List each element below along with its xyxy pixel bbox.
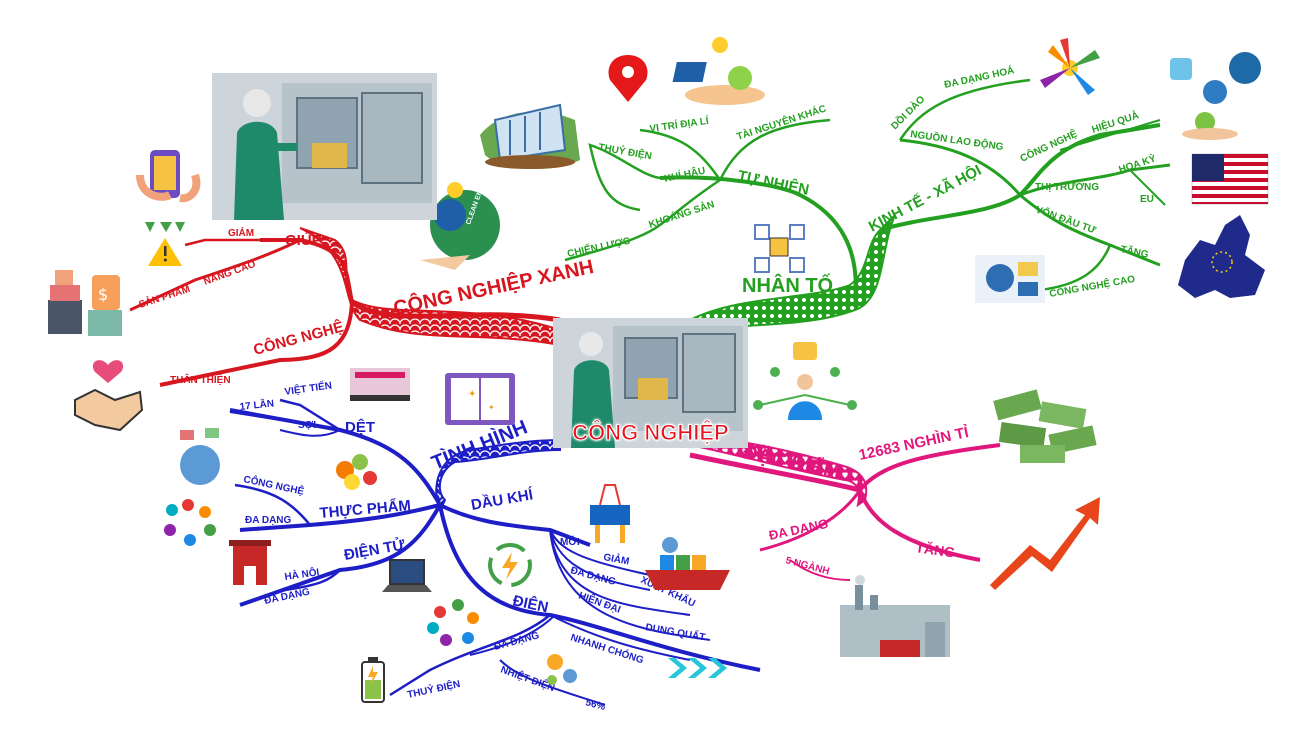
battery-icon (361, 657, 385, 703)
center-cleanroom-illustration (553, 318, 748, 448)
label-market: THỊ TRƯỜNG (1035, 180, 1099, 193)
label-strategy: CHIẾN LƯỢC (566, 234, 631, 260)
label-new: MỚI (560, 535, 580, 548)
factory-worker-photo (212, 73, 437, 220)
label-high-tech: CÔNG NGHỆ CAO (1048, 272, 1136, 300)
label-investment: VỐN ĐẦU TƯ (1034, 202, 1099, 237)
label-value: 12683 NGHÌN TỈ (857, 424, 970, 464)
label-climate: KHÍ HẬU (663, 164, 706, 185)
label-reduce: GIẢM (228, 226, 254, 239)
label-eu: EU (1140, 194, 1154, 205)
thermal-gears-icon (547, 654, 577, 685)
food-vegetables-icon (336, 454, 377, 490)
eu-map-icon (1178, 215, 1265, 298)
label-diverse: ĐA DẠNG (768, 516, 830, 543)
cargo-ship-icon (645, 537, 730, 590)
usa-flag-icon (1191, 153, 1269, 205)
center-title: CÔNG NGHIỆP (572, 420, 729, 446)
money-stack-icon (993, 389, 1097, 463)
label-food-tech: CÔNG NGHỆ (242, 472, 305, 498)
label-oil-gas: DẦU KHÍ (470, 486, 535, 514)
label-minerals: KHOÁNG SẢN (647, 197, 716, 230)
label-factors: NHÂN TỐ (742, 273, 833, 297)
label-food-diverse: ĐA DẠNG (245, 515, 292, 526)
label-percent: 56% (584, 697, 606, 713)
growth-arrow-icon (990, 497, 1100, 590)
label-labor: NGUỒN LAO ĐỘNG (910, 127, 1005, 153)
label-socio-economic: KINH TẾ - XÃ HỘI (865, 161, 984, 236)
label-electricity: ĐIỆN (511, 591, 550, 616)
fast-arrows-icon (668, 658, 727, 678)
expert-network-icon (753, 342, 857, 420)
label-diversify: ĐA DẠNG HOÁ (943, 63, 1015, 91)
high-tech-investment-icon (975, 255, 1045, 303)
book-icon: ✦ ✦ (445, 373, 515, 425)
svg-text:✦: ✦ (468, 389, 476, 400)
label-vietnam: VIỆT TIẾN (284, 378, 333, 398)
workflow-icon (754, 224, 805, 273)
branch-features (689, 433, 1001, 581)
label-increase: TĂNG (1119, 242, 1150, 261)
hanoi-gate-icon (229, 540, 271, 585)
label-green-industry: CÔNG NGHIỆP XANH (391, 254, 596, 320)
label-natural: TỰ NHIÊN (736, 166, 811, 199)
textile-machine-icon (350, 368, 410, 401)
diversity-circle-icon (427, 599, 479, 646)
renewable-energy-hand-icon (672, 37, 765, 105)
branch-green-industry (129, 227, 561, 387)
label-fast: NHANH CHÓNG (569, 630, 646, 666)
community-circle-icon (164, 499, 216, 546)
trunk-green (689, 214, 896, 337)
branch-situation (229, 398, 761, 706)
label-help: GIÚP (285, 231, 322, 249)
cleanroom-illustration (212, 73, 437, 220)
label-improve: NÂNG CAO (202, 257, 258, 288)
label-dung-quat: DUNG QUẤT (644, 620, 706, 643)
svg-text:✦: ✦ (488, 403, 495, 412)
label-textile: DỆT (345, 418, 375, 436)
branch-factors (564, 78, 1171, 337)
oil-rig-icon (590, 484, 630, 543)
warning-icon (145, 222, 185, 266)
hands-diversity-icon (1040, 38, 1100, 95)
label-17-times: 17 LẦN (239, 396, 275, 413)
efficiency-icon (1170, 52, 1261, 140)
label-reduce-2: GIẢM (602, 550, 630, 567)
label-oil-diverse: ĐA DẠNG (569, 565, 617, 588)
factory-icon (840, 575, 950, 657)
energy-recycle-icon (488, 543, 532, 587)
mobile-shopping-icon (136, 150, 201, 203)
handshake-heart-icon (74, 360, 144, 432)
label-sectors: 5 NGÀNH (784, 553, 831, 577)
label-location: VỊ TRÍ ĐỊA LÍ (649, 114, 710, 135)
label-technology: CÔNG NGHỆ (251, 318, 345, 359)
label-abundant: DỒI DÀO (888, 93, 928, 133)
label-product: SẢN PHẨM (137, 282, 192, 311)
label-fiber: SỢI (298, 420, 316, 431)
globe-trade-icon (180, 428, 220, 485)
svg-text:$: $ (98, 285, 108, 304)
hydro-dam-icon (480, 103, 580, 170)
label-increase-2: TĂNG (915, 539, 957, 560)
location-pin-icon (608, 55, 648, 102)
product-boxes-icon: $ (48, 270, 122, 336)
center-factory-photo: CÔNG NGHIỆP (553, 318, 748, 448)
label-friendly: THÂN THIỆN (170, 373, 231, 386)
label-usa: HOA KỲ (1117, 151, 1158, 175)
laptop-icon (382, 559, 432, 592)
label-hydro: THUỶ ĐIỆN (597, 140, 652, 162)
